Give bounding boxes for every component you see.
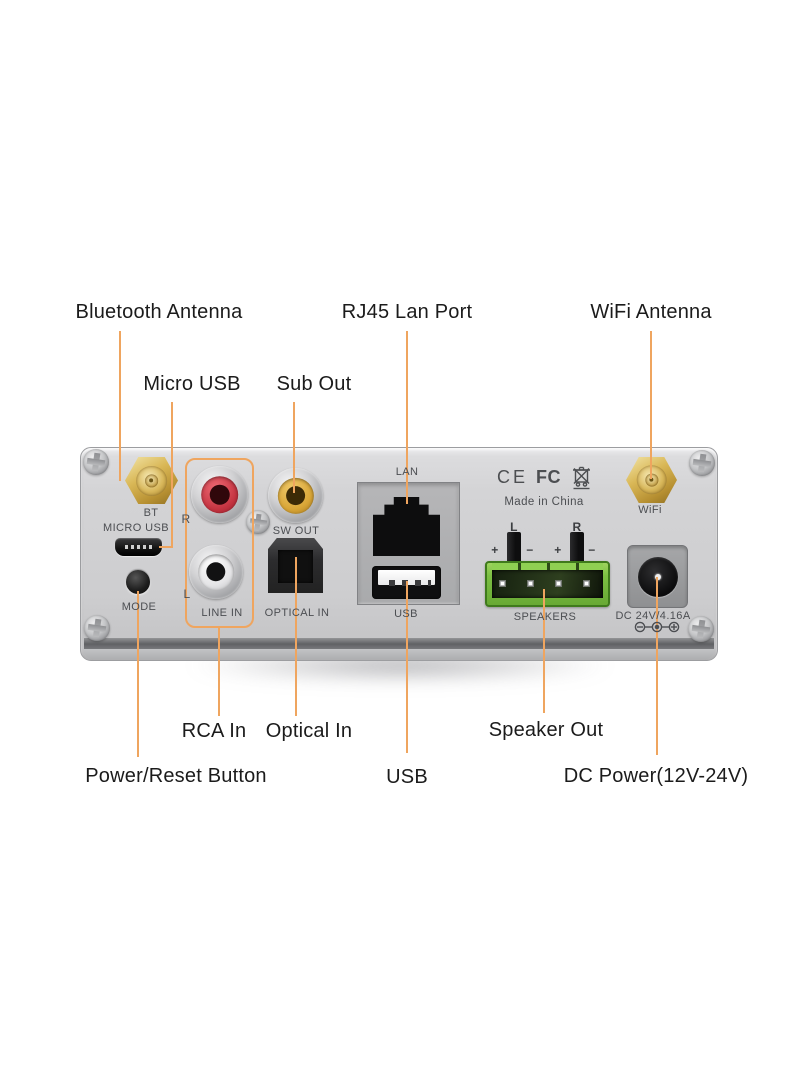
panel-bottom-lip: [83, 649, 715, 659]
fcc-mark: FC: [536, 467, 561, 487]
callout-line-dc-power: [656, 577, 658, 755]
dc-polarity-icon: [634, 621, 680, 633]
panel-label-lan: LAN: [395, 466, 419, 478]
callout-label-power-reset-button: Power/Reset Button: [85, 765, 267, 787]
speaker-channel-r-label: R: [572, 520, 582, 534]
panel-label-usb: USB: [394, 608, 418, 620]
speaker-minus-right: −: [588, 543, 596, 557]
micro-usb-port: [115, 538, 162, 556]
callout-line-wifi-antenna: [650, 331, 652, 479]
panel-label-made-in-china: Made in China: [504, 496, 584, 508]
panel-label-bt: BT: [143, 507, 159, 519]
callout-line-micro-usb-elbow: [159, 546, 173, 548]
rca-jack-left-white: [189, 545, 243, 599]
callout-line-rj45: [406, 331, 408, 504]
callout-label-rca-in: RCA In: [181, 720, 247, 742]
line-in-group-bracket: [185, 458, 254, 628]
callout-line-power-reset: [137, 591, 139, 757]
panel-label-micro-usb: MICRO USB: [103, 522, 169, 534]
speaker-terminal-slots: [492, 563, 603, 570]
sub-out-hole: [285, 485, 306, 506]
speaker-pin-1: [499, 580, 506, 587]
mode-button: [126, 570, 150, 594]
panel-label-sw-out: SW OUT: [272, 525, 320, 537]
speaker-minus-left: −: [526, 543, 534, 557]
callout-label-rj45-lan-port: RJ45 Lan Port: [341, 301, 473, 323]
rca-white-hole: [206, 562, 226, 582]
sub-out-rca-jack: [268, 468, 323, 523]
panel-label-mode: MODE: [121, 601, 157, 613]
callout-label-micro-usb: Micro USB: [143, 373, 241, 395]
bluetooth-antenna-connector: [125, 457, 178, 504]
panel-label-rca-l: L: [183, 587, 191, 601]
callout-line-rca-in: [218, 627, 220, 716]
speaker-pin-3: [555, 580, 562, 587]
callout-line-speaker-out: [543, 589, 545, 713]
callout-label-sub-out: Sub Out: [276, 373, 352, 395]
panel-bottom-groove: [84, 638, 714, 649]
panel-label-optical-in: OPTICAL IN: [264, 607, 330, 619]
screw-bottom-left: [84, 615, 110, 641]
callout-label-dc-power: DC Power(12V-24V): [563, 765, 749, 787]
callout-label-usb: USB: [386, 766, 428, 788]
panel-label-speakers: SPEAKERS: [513, 611, 577, 623]
callout-label-wifi-antenna: WiFi Antenna: [590, 301, 712, 323]
panel-label-line-in: LINE IN: [201, 607, 243, 619]
speaker-pin-2: [527, 580, 534, 587]
callout-line-usb: [406, 581, 408, 753]
speaker-plus-left: +: [491, 543, 499, 557]
panel-label-rca-r: R: [181, 512, 191, 526]
weee-crossed-bin-icon: [573, 466, 590, 490]
wifi-antenna-pin: [644, 473, 659, 487]
ce-mark: CE: [497, 467, 529, 487]
bt-antenna-pin: [144, 473, 159, 488]
speaker-pin-4: [583, 580, 590, 587]
callout-label-speaker-out: Speaker Out: [488, 719, 604, 741]
callout-label-optical-in: Optical In: [265, 720, 353, 742]
screw-bottom-right: [688, 616, 714, 642]
speaker-plus-right: +: [554, 543, 562, 557]
callout-line-micro-usb: [171, 402, 173, 548]
screw-center: [246, 510, 270, 534]
speaker-tab-right: [570, 532, 584, 563]
rca-red-hole: [209, 484, 230, 505]
speaker-channel-l-label: L: [510, 520, 518, 534]
callout-line-sub-out: [293, 402, 295, 493]
panel-label-dc-rating: DC 24V/4.16A: [615, 610, 691, 622]
rca-jack-right-red: [191, 466, 248, 523]
dc-power-jack: [627, 545, 688, 608]
speaker-tab-left: [507, 532, 521, 563]
callout-label-bluetooth-antenna: Bluetooth Antenna: [75, 301, 243, 323]
panel-label-wifi: WiFi: [638, 504, 662, 516]
callout-line-bluetooth-antenna: [119, 331, 121, 481]
screw-top-left: [83, 449, 109, 475]
usb-port: [372, 566, 441, 599]
callout-line-optical-in: [295, 557, 297, 716]
screw-top-right: [689, 450, 715, 476]
